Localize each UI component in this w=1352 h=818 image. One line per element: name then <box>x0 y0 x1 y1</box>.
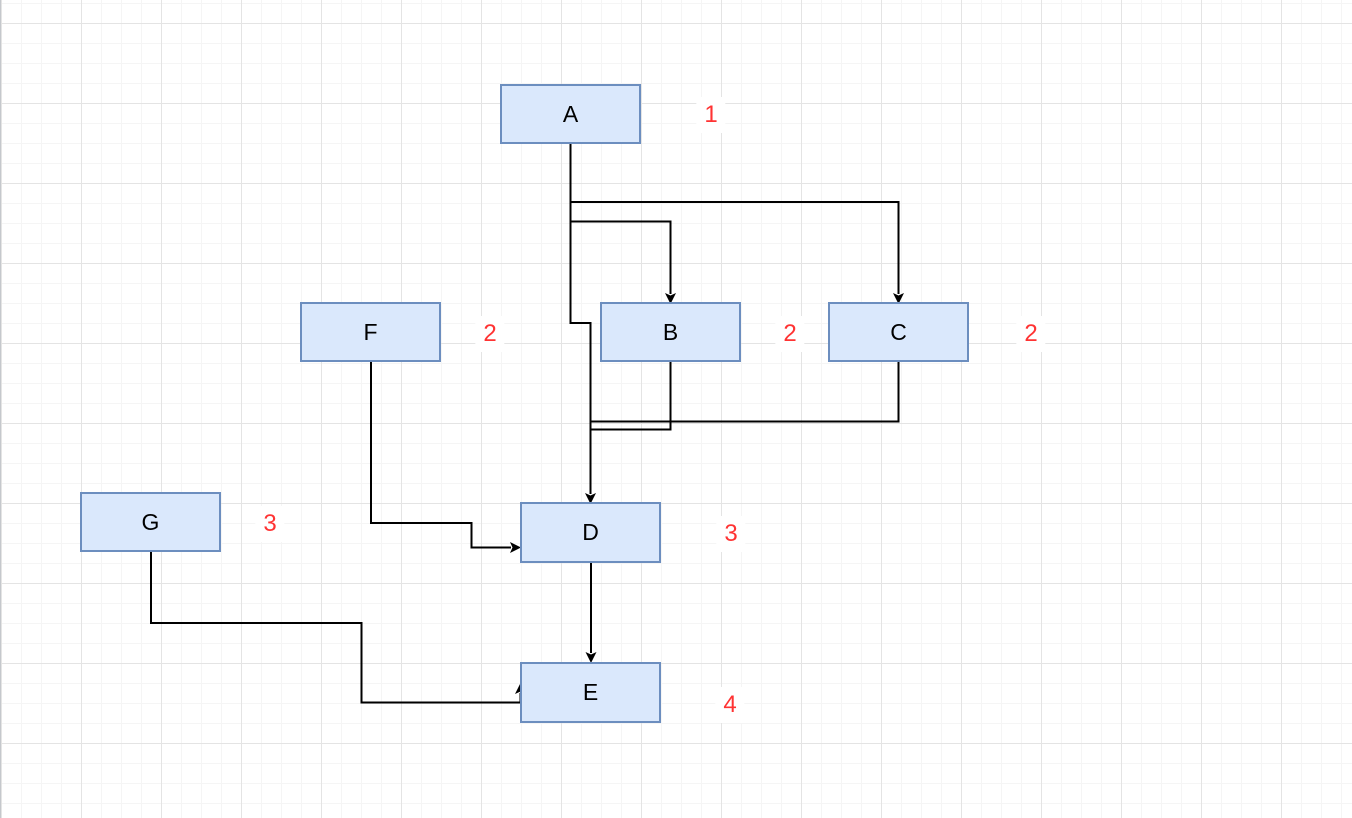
edge-A-B[interactable] <box>569 144 676 304</box>
annotation-level-2-1[interactable]: 2 <box>475 316 505 352</box>
node-B[interactable]: B <box>600 302 741 362</box>
edge-A-C[interactable] <box>569 144 904 304</box>
edge-C-D[interactable] <box>589 362 900 430</box>
edge-A-D[interactable] <box>569 144 596 504</box>
node-label-E: E <box>582 679 599 705</box>
canvas-left-edge <box>0 0 1 818</box>
node-label-G: G <box>141 508 160 535</box>
edge-B-D[interactable] <box>589 362 672 460</box>
annotation-level-1-0[interactable]: 1 <box>696 97 726 133</box>
node-D[interactable]: D <box>520 502 661 563</box>
node-E[interactable]: E <box>520 662 661 723</box>
node-F[interactable]: F <box>300 302 441 362</box>
node-label-D: D <box>582 519 599 545</box>
node-C[interactable]: C <box>828 302 969 362</box>
annotation-level-4-6[interactable]: 4 <box>715 687 745 723</box>
annotation-level-2-2[interactable]: 2 <box>775 316 805 352</box>
node-G[interactable]: G <box>80 492 221 552</box>
annotation-level-3-4[interactable]: 3 <box>255 506 285 542</box>
annotation-level-2-3[interactable]: 2 <box>1016 316 1046 352</box>
edge-G-E[interactable] <box>150 552 526 704</box>
node-label-B: B <box>662 318 679 345</box>
node-label-C: C <box>890 318 907 345</box>
node-label-F: F <box>363 318 378 345</box>
edge-F-D[interactable] <box>370 362 521 553</box>
node-A[interactable]: A <box>500 84 641 144</box>
annotation-level-3-5[interactable]: 3 <box>716 516 746 552</box>
node-label-A: A <box>562 100 579 127</box>
